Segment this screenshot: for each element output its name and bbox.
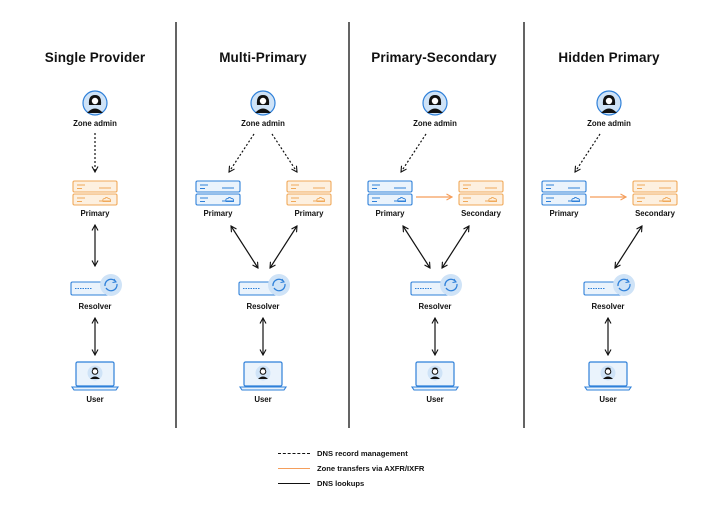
dns-lookup-arrow — [442, 226, 469, 268]
legend-zone-transfers: Zone transfers via AXFR/IXFR — [278, 463, 538, 475]
connection-arrows — [95, 133, 642, 355]
blue-server-icon — [195, 180, 241, 206]
dns-lookup-arrow — [615, 226, 642, 268]
primary-label: Primary — [375, 209, 405, 218]
resolver-icon — [238, 274, 290, 296]
resolver-label: Resolver — [78, 302, 112, 311]
laptop-user-icon — [70, 361, 120, 391]
record-management-arrow — [271, 133, 297, 172]
diagram-nodes — [70, 90, 678, 391]
primary-label: Primary — [549, 209, 579, 218]
solid-line-swatch — [278, 483, 310, 484]
legend-record-management: DNS record management — [278, 448, 538, 460]
laptop-user-icon — [410, 361, 460, 391]
resolver-label: Resolver — [418, 302, 452, 311]
zone-admin-label: Zone admin — [241, 119, 285, 128]
legend-label: Zone transfers via AXFR/IXFR — [317, 464, 425, 473]
orange-server-icon — [72, 180, 118, 206]
column-title-single-provider: Single Provider — [44, 50, 146, 65]
legend-label: DNS lookups — [317, 479, 365, 488]
zone-admin-label: Zone admin — [413, 119, 457, 128]
zone-admin-icon — [422, 90, 448, 116]
secondary-label: Secondary — [461, 209, 501, 218]
zone-admin-label: Zone admin — [73, 119, 117, 128]
orange-line-swatch — [278, 468, 310, 469]
dashed-line-swatch — [278, 453, 310, 454]
blue-server-icon — [541, 180, 587, 206]
primary-label: Primary — [80, 209, 110, 218]
column-title-multi-primary: Multi-Primary — [219, 50, 307, 65]
zone-admin-icon — [596, 90, 622, 116]
column-dividers — [175, 22, 525, 428]
secondary-label: Secondary — [635, 209, 675, 218]
resolver-icon — [70, 274, 122, 296]
user-label: User — [254, 395, 272, 404]
zone-admin-icon — [82, 90, 108, 116]
dns-lookup-arrow — [231, 226, 258, 268]
record-management-arrow — [575, 133, 601, 172]
resolver-label: Resolver — [246, 302, 280, 311]
orange-server-icon — [632, 180, 678, 206]
legend-lookups: DNS lookups — [278, 478, 538, 490]
user-label: User — [86, 395, 104, 404]
dns-lookup-arrow — [403, 226, 430, 268]
resolver-label: Resolver — [591, 302, 625, 311]
user-label: User — [426, 395, 444, 404]
blue-server-icon — [367, 180, 413, 206]
orange-server-icon — [286, 180, 332, 206]
user-label: User — [599, 395, 617, 404]
zone-admin-icon — [250, 90, 276, 116]
laptop-user-icon — [583, 361, 633, 391]
orange-server-icon — [458, 180, 504, 206]
zone-admin-label: Zone admin — [587, 119, 631, 128]
primary-label: Primary — [203, 209, 233, 218]
record-management-arrow — [401, 133, 427, 172]
legend-label: DNS record management — [317, 449, 408, 458]
dns-lookup-arrow — [270, 226, 297, 268]
column-title-primary-secondary: Primary-Secondary — [371, 50, 497, 65]
primary-label: Primary — [294, 209, 324, 218]
resolver-icon — [583, 274, 635, 296]
column-title-hidden-primary: Hidden Primary — [558, 50, 660, 65]
record-management-arrow — [229, 133, 255, 172]
laptop-user-icon — [238, 361, 288, 391]
resolver-icon — [410, 274, 462, 296]
